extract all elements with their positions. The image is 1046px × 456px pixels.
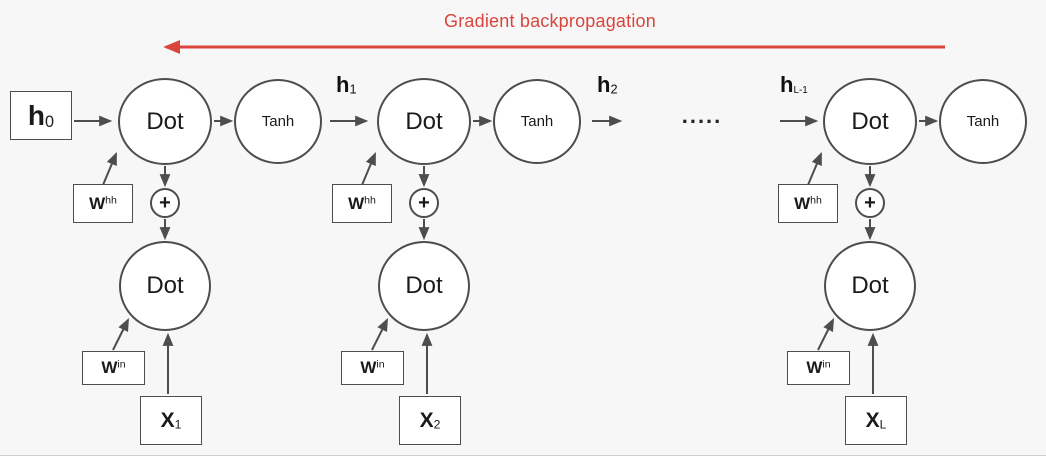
arrow-win2-to-dotb2	[371, 318, 388, 351]
plus-node: +	[409, 188, 439, 218]
dot-node-bottom: Dot	[824, 241, 916, 331]
plus-node: +	[150, 188, 180, 218]
whh-weight-box: Whh	[73, 184, 133, 223]
diagram-title: Gradient backpropagation	[444, 11, 656, 31]
unit-2: Dot Tanh + Dot Whh Win X2	[324, 0, 584, 455]
h1-label: h1	[336, 72, 357, 97]
x-input-box: X1	[140, 396, 202, 445]
arrow-win1-to-dotb1	[112, 318, 129, 351]
plus-node: +	[855, 188, 885, 218]
unit-3: Dot Tanh + Dot Whh Win XL	[770, 0, 1030, 455]
tanh-node: Tanh	[234, 79, 322, 164]
tanh-node: Tanh	[493, 79, 581, 164]
unit-1: Dot Tanh + Dot Whh Win X1	[65, 0, 325, 455]
x-input-box: X2	[399, 396, 461, 445]
dot-node-top: Dot	[377, 78, 471, 165]
h0-input-box: h0	[10, 91, 72, 140]
dot-node-bottom: Dot	[378, 241, 470, 331]
arrow-whh2-to-dot2	[361, 152, 376, 186]
arrow-whh3-to-dot3	[807, 152, 822, 186]
win-weight-box: Win	[787, 351, 850, 385]
dot-node-top: Dot	[118, 78, 212, 165]
win-weight-box: Win	[82, 351, 145, 385]
h2-label: h2	[597, 72, 618, 97]
x-input-box: XL	[845, 396, 907, 445]
whh-weight-box: Whh	[332, 184, 392, 223]
dot-node-bottom: Dot	[119, 241, 211, 331]
dot-node-top: Dot	[823, 78, 917, 165]
ellipsis: .....	[681, 103, 723, 128]
arrow-win3-to-dotb3	[817, 318, 834, 351]
win-weight-box: Win	[341, 351, 404, 385]
arrow-whh1-to-dot1	[102, 152, 117, 186]
tanh-node: Tanh	[939, 79, 1027, 164]
hL-1-label: hL-1	[780, 72, 808, 97]
whh-weight-box: Whh	[778, 184, 838, 223]
